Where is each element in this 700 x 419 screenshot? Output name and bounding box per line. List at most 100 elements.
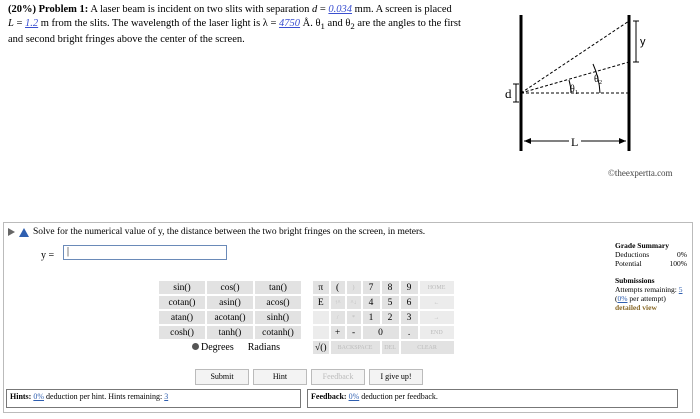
key-9[interactable]: 9 xyxy=(400,281,418,294)
problem-text: and θ xyxy=(327,18,351,29)
key-sin[interactable]: sin() xyxy=(159,281,205,294)
detailed-view-link[interactable]: detailed view xyxy=(615,303,657,312)
theta1-label: θ₁ xyxy=(570,84,578,95)
key-5[interactable]: 5 xyxy=(381,296,399,309)
key-tan[interactable]: tan() xyxy=(255,281,301,294)
action-buttons: Submit Hint Feedback I give up! xyxy=(195,369,423,385)
key-cotan[interactable]: cotan() xyxy=(159,296,205,309)
key-cotanh[interactable]: cotanh() xyxy=(255,326,301,339)
key-left[interactable]: ← xyxy=(419,296,454,309)
deductions-label: Deductions xyxy=(615,250,650,259)
degrees-label: Degrees xyxy=(201,342,234,353)
radians-radio[interactable]: Radians xyxy=(248,342,280,353)
key-dot[interactable]: . xyxy=(400,326,418,339)
radio-selected-icon xyxy=(192,343,199,350)
play-icon[interactable] xyxy=(8,228,15,236)
key-backspace[interactable]: BACKSPACE xyxy=(330,341,380,354)
key-sqrt[interactable]: √() xyxy=(313,341,329,354)
give-up-button[interactable]: I give up! xyxy=(369,369,423,385)
var-L: L xyxy=(8,18,14,29)
key-del[interactable]: DEL xyxy=(381,341,399,354)
key-lparen[interactable]: ( xyxy=(330,281,345,294)
problem-text: A laser beam is incident on two slits wi… xyxy=(90,4,310,15)
key-6[interactable]: 6 xyxy=(400,296,418,309)
key-plus[interactable]: + xyxy=(330,326,345,339)
key-sinh[interactable]: sinh() xyxy=(255,311,301,324)
problem-text: m from the slits. The wavelength of the … xyxy=(40,18,261,29)
d-label: d xyxy=(505,86,512,101)
deductions-value: 0% xyxy=(677,250,687,259)
key-0[interactable]: 0 xyxy=(362,326,399,339)
answer-input[interactable]: | xyxy=(63,245,227,260)
key-home[interactable]: HOME xyxy=(419,281,454,294)
per-attempt-label: per attempt) xyxy=(629,294,666,303)
function-keypad: sin() cos() tan() cotan() asin() acos() … xyxy=(157,279,303,341)
feedback-percent: 0% xyxy=(348,392,360,401)
question-text: Solve for the numerical value of y, the … xyxy=(33,227,426,237)
problem-text: mm. A screen is placed xyxy=(354,4,452,15)
key-tanh[interactable]: tanh() xyxy=(207,326,253,339)
hints-bar: Hints: 0% deduction per hint. Hints rema… xyxy=(6,389,301,408)
key-up[interactable]: ↑^ xyxy=(330,296,345,309)
key-2[interactable]: 2 xyxy=(381,311,399,324)
key-cos[interactable]: cos() xyxy=(207,281,253,294)
hints-percent: 0% xyxy=(33,392,45,401)
arc-theta1 xyxy=(568,79,572,94)
potential-value: 100% xyxy=(669,259,688,268)
ray-second xyxy=(520,20,630,94)
var-d: d xyxy=(311,4,318,15)
grade-summary: Grade Summary Deductions 0% Potential 100%… xyxy=(615,241,687,312)
key-E[interactable]: E xyxy=(313,296,329,309)
key-slash[interactable]: / xyxy=(330,311,345,324)
key-1[interactable]: 1 xyxy=(362,311,380,324)
problem-header: (20%) Problem 1: xyxy=(8,4,89,15)
potential-label: Potential xyxy=(615,259,642,268)
per-attempt-pct: 0% xyxy=(617,294,628,303)
key-end[interactable]: END xyxy=(419,326,454,339)
key-star[interactable]: * xyxy=(346,311,361,324)
sub: 1 xyxy=(320,21,325,32)
radians-label: Radians xyxy=(247,342,280,353)
ray-first xyxy=(520,61,630,94)
lambda-value: 4750 xyxy=(279,18,301,29)
key-acos[interactable]: acos() xyxy=(255,296,301,309)
hints-remaining: 3 xyxy=(164,392,169,401)
angle-mode: Degrees Radians xyxy=(192,342,280,353)
answer-label: y = xyxy=(41,250,55,261)
key-acotan[interactable]: acotan() xyxy=(207,311,253,324)
key-cosh[interactable]: cosh() xyxy=(159,326,205,339)
key-atan[interactable]: atan() xyxy=(159,311,205,324)
problem-statement: (20%) Problem 1: A laser beam is inciden… xyxy=(8,4,461,46)
key-7[interactable]: 7 xyxy=(362,281,380,294)
key-clear[interactable]: CLEAR xyxy=(400,341,454,354)
degrees-radio[interactable]: Degrees xyxy=(192,342,234,353)
hint-button[interactable]: Hint xyxy=(253,369,307,385)
key-right[interactable]: → xyxy=(419,311,454,324)
attempts-label: Attempts remaining: xyxy=(615,285,677,294)
double-slit-diagram: d L y θ₁ θ₂ xyxy=(505,15,646,151)
hints-text: deduction per hint. Hints remaining: xyxy=(46,392,163,401)
L-value: 1.2 xyxy=(25,18,39,29)
warning-icon xyxy=(19,227,29,237)
problem-text: are the angles to the first xyxy=(357,18,461,29)
key-3[interactable]: 3 xyxy=(400,311,418,324)
key-blank xyxy=(313,311,329,324)
submissions-title: Submissions xyxy=(615,276,655,285)
submit-button[interactable]: Submit xyxy=(195,369,249,385)
key-8[interactable]: 8 xyxy=(381,281,399,294)
key-asin[interactable]: asin() xyxy=(207,296,253,309)
problem-text: and second bright fringes above the cent… xyxy=(8,34,245,46)
key-pi[interactable]: π xyxy=(313,281,329,294)
summary-title: Grade Summary xyxy=(615,241,669,250)
feedback-text: deduction per feedback. xyxy=(361,392,438,401)
credit-text: ©theexpertta.com xyxy=(608,168,673,178)
key-down[interactable]: ^↓ xyxy=(346,296,361,309)
theta2-label: θ₂ xyxy=(594,74,602,85)
key-4[interactable]: 4 xyxy=(362,296,380,309)
feedback-label: Feedback: xyxy=(311,392,347,401)
key-minus[interactable]: - xyxy=(346,326,361,339)
feedback-button[interactable]: Feedback xyxy=(311,369,365,385)
key-rparen[interactable]: ) xyxy=(346,281,361,294)
arc-theta2 xyxy=(592,63,601,94)
number-keypad: π ( ) 7 8 9 HOME E ↑^ ^↓ 4 5 6 ← / * 1 2… xyxy=(311,279,456,356)
